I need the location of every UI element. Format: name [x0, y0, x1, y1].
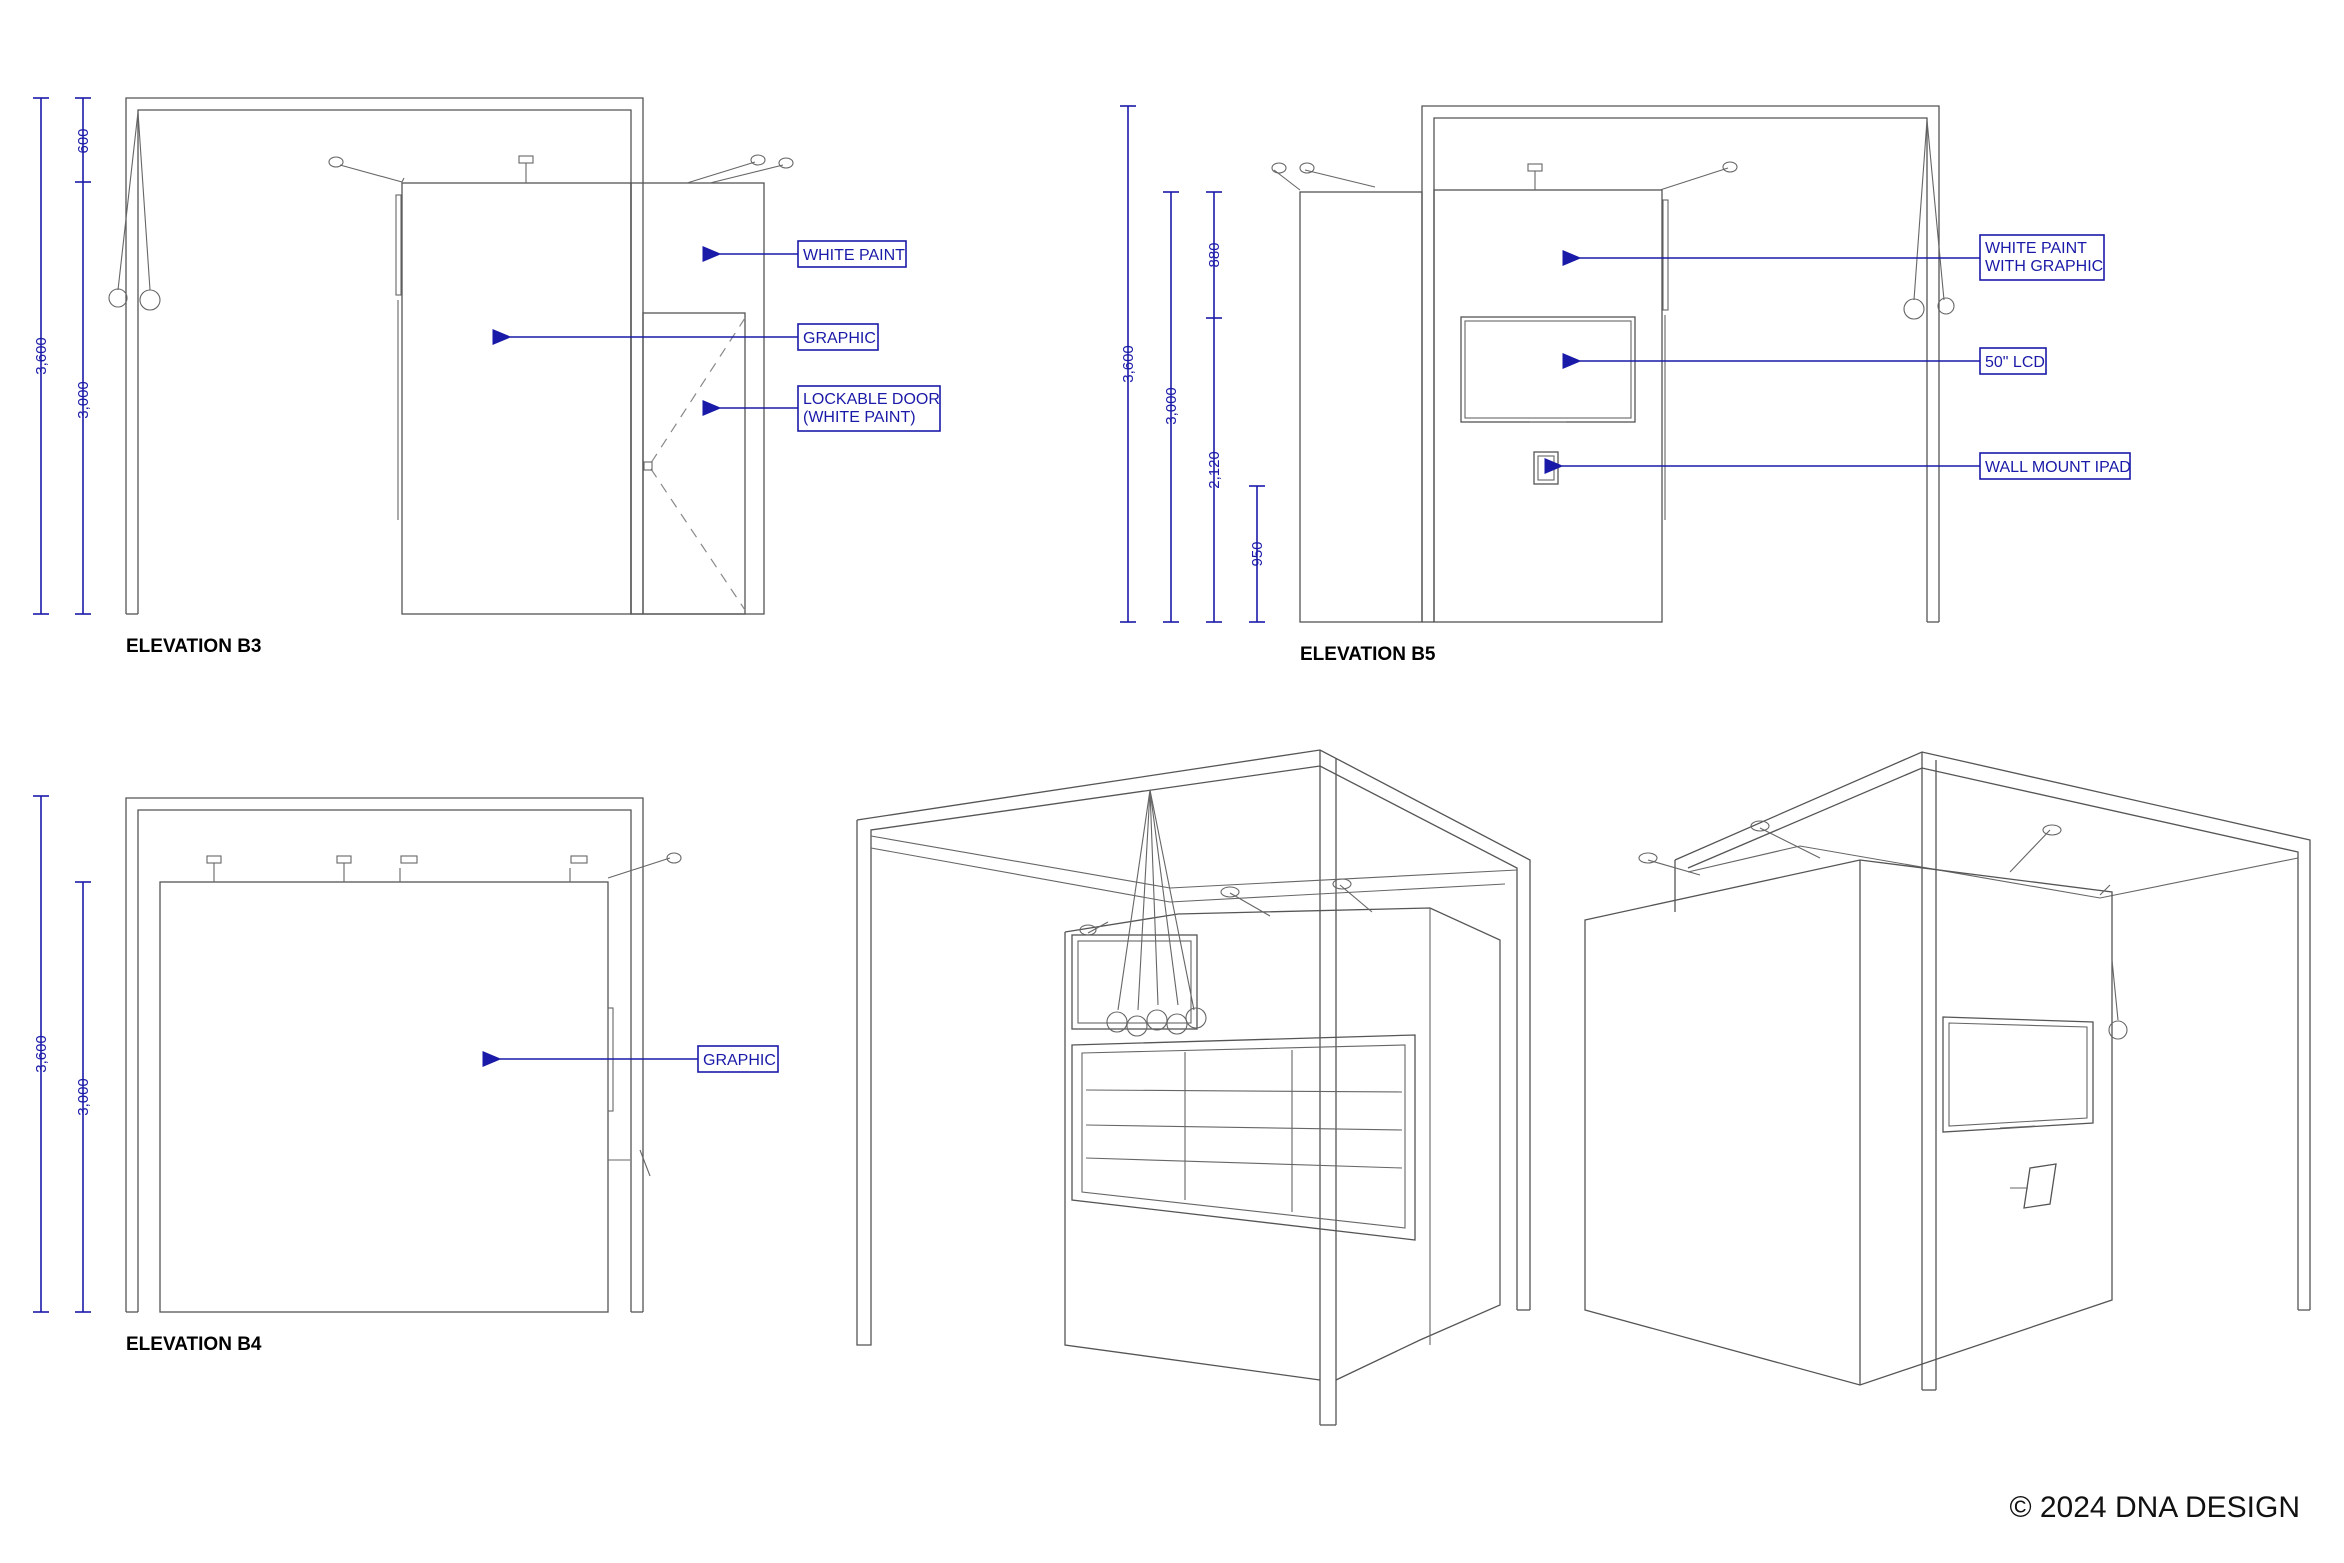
- perspective-view-rear: [1584, 751, 2311, 1391]
- spotlight-icon: [1271, 161, 1738, 191]
- svg-text:50" LCD: 50" LCD: [1985, 354, 2045, 371]
- spotlight-icon: [1079, 878, 1373, 936]
- b5-title: ELEVATION B5: [1300, 644, 1436, 665]
- b3-graphic-wall: [401, 182, 632, 615]
- ipad-mount-icon: [1533, 451, 1559, 485]
- svg-text:(WHITE PAINT): (WHITE PAINT): [803, 409, 916, 426]
- svg-text:WHITE PAINT: WHITE PAINT: [803, 247, 905, 264]
- pendant-bulbs-icon: [108, 111, 161, 311]
- lcd-screen-icon: [1460, 316, 1636, 423]
- b3-title: ELEVATION B3: [126, 636, 261, 657]
- elevation-b4: 3,600 3,000 GRAPHIC ELEVATION B4: [33, 795, 779, 1355]
- svg-text:WITH GRAPHIC: WITH GRAPHIC: [1985, 258, 2103, 275]
- svg-text:GRAPHIC: GRAPHIC: [703, 1052, 776, 1069]
- elevation-b5: 3,600 3,000 880 2,120 950: [1120, 105, 2131, 665]
- b5-callout-white-paint: WHITE PAINT WITH GRAPHIC: [1562, 234, 2105, 281]
- b3-lockable-door: [642, 312, 746, 615]
- b5-dim-lcd-height: 2,120: [1206, 451, 1223, 489]
- b5-dim-wall-height: 3,000: [1163, 387, 1180, 425]
- b3-dimensions: 3,600 600 3,000: [33, 97, 92, 615]
- spotlight-icon: [328, 154, 794, 184]
- b4-callout-graphic: GRAPHIC: [482, 1045, 779, 1073]
- b4-dimensions: 3,600 3,000: [33, 795, 92, 1313]
- b3-dim-wall-height: 3,000: [75, 381, 92, 419]
- pendant-cluster-icon: [1106, 789, 1207, 1037]
- b3-dim-height-total: 3,600: [33, 337, 50, 375]
- b5-dim-top: 880: [1206, 242, 1223, 267]
- b3-callout-white-paint: WHITE PAINT: [702, 240, 907, 268]
- lcd-screen-icon: [1942, 1016, 2094, 1133]
- b4-title: ELEVATION B4: [126, 1334, 262, 1355]
- b4-dim-wall-height: 3,000: [75, 1078, 92, 1116]
- b4-dim-height-total: 3,600: [33, 1035, 50, 1073]
- b3-callout-graphic: GRAPHIC: [492, 323, 879, 351]
- svg-text:LOCKABLE DOOR: LOCKABLE DOOR: [803, 391, 940, 408]
- copyright-text: © 2024 DNA DESIGN: [2009, 1491, 2300, 1524]
- ipad-mount-icon: [2010, 1163, 2057, 1209]
- b5-graphic-wall: [1433, 189, 1663, 623]
- spotlight-icon: [206, 852, 682, 882]
- svg-text:GRAPHIC: GRAPHIC: [803, 330, 876, 347]
- b4-frame: [125, 797, 644, 1313]
- perspective-view-front: [856, 749, 1531, 1426]
- b3-callout-lockable-door: LOCKABLE DOOR (WHITE PAINT): [702, 385, 941, 432]
- pendant-bulbs-icon: [2108, 959, 2128, 1040]
- b4-graphic-wall: [159, 881, 609, 1313]
- b5-side-wall: [1299, 191, 1423, 623]
- svg-text:WALL MOUNT IPAD: WALL MOUNT IPAD: [1985, 459, 2131, 476]
- b3-dim-frame-gap: 600: [75, 128, 92, 153]
- b3-frame: [125, 97, 644, 615]
- b3-side-wall: [630, 182, 765, 615]
- b5-callout-lcd: 50" LCD: [1562, 347, 2047, 375]
- b5-dim-ipad-height: 950: [1249, 541, 1266, 566]
- pendant-bulbs-icon: [1903, 119, 1955, 320]
- b5-callout-ipad: WALL MOUNT IPAD: [1544, 452, 2131, 480]
- svg-text:WHITE PAINT: WHITE PAINT: [1985, 240, 2087, 257]
- b5-dimensions: 3,600 3,000 880 2,120 950: [1120, 105, 1266, 623]
- spotlight-icon: [1638, 820, 2111, 896]
- b5-dim-height-total: 3,600: [1120, 345, 1137, 383]
- elevation-b3: 3,600 600 3,000: [33, 97, 941, 657]
